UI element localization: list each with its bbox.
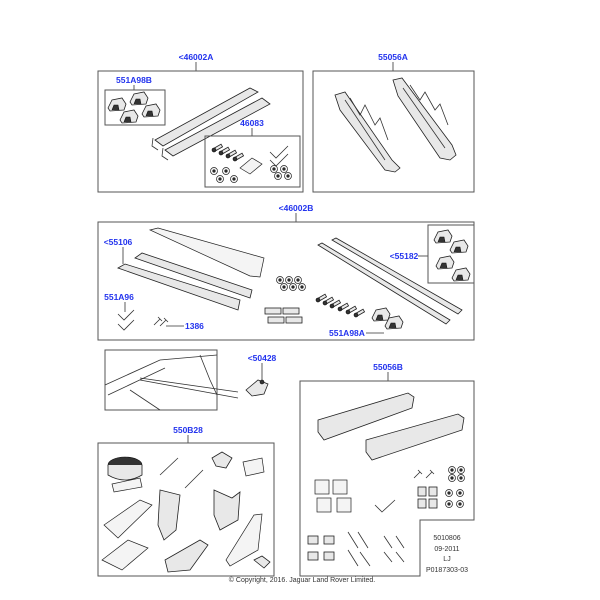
clamps-b [307, 531, 405, 567]
bike-kit-550b28: 550B28 [97, 425, 275, 577]
rail-bar [331, 237, 463, 315]
callout-50428[interactable]: <50428 [248, 353, 277, 363]
kit-46002b: <46002B <55106 <55182 [97, 203, 475, 341]
clamps [264, 307, 303, 324]
callout-55182[interactable]: <55182 [390, 251, 419, 261]
callout-55056a[interactable]: 55056A [378, 52, 408, 62]
bar-bag [148, 227, 265, 278]
plate-number: P0187303-03 [426, 567, 468, 574]
clip-50428-group: <50428 [104, 349, 277, 411]
feet-kit-55182: <55182 [390, 224, 475, 284]
ski-carrier-55056a: 55056A [312, 52, 475, 193]
callout-46002b[interactable]: <46002B [279, 203, 314, 213]
callout-551a96[interactable]: 551A96 [104, 292, 134, 302]
roof-bars-b [117, 252, 253, 311]
callout-46083[interactable]: 46083 [240, 118, 264, 128]
callout-551a98b[interactable]: 551A98B [116, 75, 152, 85]
ski-carrier-55056b: 55056B [299, 362, 475, 577]
callout-1386[interactable]: 1386 [185, 321, 204, 331]
initials: LJ [443, 556, 450, 563]
drawing-info: 5010806 09-2011 LJ P0187303-03 © Copyrig… [229, 535, 468, 584]
callout-551a98a[interactable]: 551A98A [329, 328, 365, 338]
roof-bars-a [151, 87, 271, 161]
caps [417, 466, 465, 509]
callout-46002a[interactable]: <46002A [179, 52, 214, 62]
feet-551a98b-group: 551A98B [104, 75, 166, 126]
fixing-kit-46083: 46083 [204, 118, 301, 188]
washers [276, 276, 306, 291]
rail-bar [317, 242, 451, 325]
pads [314, 479, 352, 513]
date: 09-2011 [434, 546, 459, 553]
copyright: © Copyright, 2016. Jaguar Land Rover Lim… [229, 576, 375, 584]
ref-number: 5010806 [433, 535, 460, 542]
callout-550b28[interactable]: 550B28 [173, 425, 203, 435]
callout-55106[interactable]: <55106 [104, 237, 133, 247]
kit-46002a: <46002A 551A98B 46083 [97, 52, 304, 193]
callout-55056b[interactable]: 55056B [373, 362, 403, 372]
bolts [315, 293, 365, 318]
